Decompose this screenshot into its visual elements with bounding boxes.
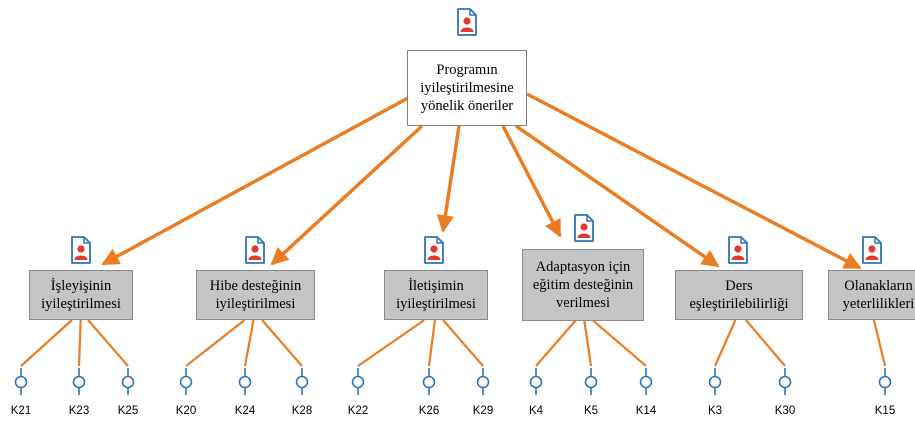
code-marker-icon (295, 368, 309, 395)
category-node-label: Olanakların yeterlilikleri (842, 278, 915, 312)
category-node-label: İşleyişinin iyileştirilmesi (41, 278, 121, 312)
connector-K21 (20, 319, 73, 367)
code-label: K30 (774, 405, 796, 417)
code-label: K25 (117, 405, 139, 417)
code-label: K24 (234, 405, 256, 417)
document-person-icon (457, 8, 477, 36)
connector-K23 (77, 319, 82, 367)
code-label: K20 (175, 405, 197, 417)
code-marker-icon (238, 368, 252, 395)
document-person-icon (71, 236, 91, 264)
code-marker-icon (14, 368, 28, 395)
code-label: K15 (874, 405, 896, 417)
arrow-root-to-category-5 (515, 124, 720, 268)
category-node-label: İletişimin iyileştirilmesi (396, 278, 476, 312)
category-node-label: Adaptasyon için eğitim desteğinin verilm… (532, 259, 634, 311)
connector-K14 (591, 319, 647, 367)
arrow-root-to-category-6 (526, 92, 862, 270)
connector-K28 (261, 319, 303, 367)
category-node-isleyis: İşleyişinin iyileştirilmesi (29, 270, 133, 320)
connector-K5 (583, 319, 593, 367)
arrow-root-to-category-4 (501, 125, 562, 238)
code-marker-icon (72, 368, 86, 395)
connector-K20 (185, 319, 246, 367)
connector-K24 (243, 319, 255, 367)
code-label: K4 (528, 405, 544, 417)
code-marker-icon (878, 368, 892, 395)
category-node-iletisim: İletişimin iyileştirilmesi (384, 270, 488, 320)
code-label: K23 (68, 405, 90, 417)
category-node-ders: Ders eşleştirilebilirliği (675, 270, 803, 320)
code-label: K21 (10, 405, 32, 417)
document-person-icon (728, 236, 748, 264)
code-marker-icon (179, 368, 193, 395)
root-node: Programın iyileştirilmesine yönelik öner… (407, 50, 527, 126)
connector-K25 (87, 319, 129, 367)
code-label: K5 (583, 405, 599, 417)
code-marker-icon (476, 368, 490, 395)
code-marker-icon (584, 368, 598, 395)
document-person-icon (574, 214, 594, 242)
code-marker-icon (529, 368, 543, 395)
document-person-icon (424, 236, 444, 264)
arrow-root-to-category-3 (436, 125, 461, 233)
category-node-olanaklar: Olanakların yeterlilikleri (828, 270, 915, 320)
connector-K30 (745, 319, 786, 367)
arrow-root-to-category-1 (101, 96, 409, 266)
category-node-hibe: Hibe desteğinin iyileştirilmesi (196, 270, 315, 320)
category-node-label: Hibe desteğinin iyileştirilmesi (209, 278, 302, 312)
connector-K22 (357, 319, 425, 367)
code-label: K26 (418, 405, 440, 417)
code-label: K14 (635, 405, 657, 417)
connector-K15 (872, 319, 887, 367)
root-node-label: Programın iyileştirilmesine yönelik öner… (420, 62, 514, 114)
connector-K3 (713, 319, 737, 367)
connector-K26 (427, 319, 437, 367)
code-marker-icon (778, 368, 792, 395)
code-marker-icon (351, 368, 365, 395)
code-marker-icon (121, 368, 135, 395)
code-marker-icon (639, 368, 653, 395)
code-label: K29 (472, 405, 494, 417)
document-person-icon (862, 236, 882, 264)
code-marker-icon (708, 368, 722, 395)
code-label: K3 (707, 405, 723, 417)
category-node-adaptasyon: Adaptasyon için eğitim desteğinin verilm… (522, 249, 644, 321)
arrow-root-to-category-2 (270, 124, 424, 266)
connector-K29 (442, 319, 484, 367)
connector-K4 (535, 319, 577, 367)
code-label: K28 (291, 405, 313, 417)
code-marker-icon (422, 368, 436, 395)
category-node-label: Ders eşleştirilebilirliği (689, 278, 789, 312)
code-label: K22 (347, 405, 369, 417)
document-person-icon (245, 236, 265, 264)
